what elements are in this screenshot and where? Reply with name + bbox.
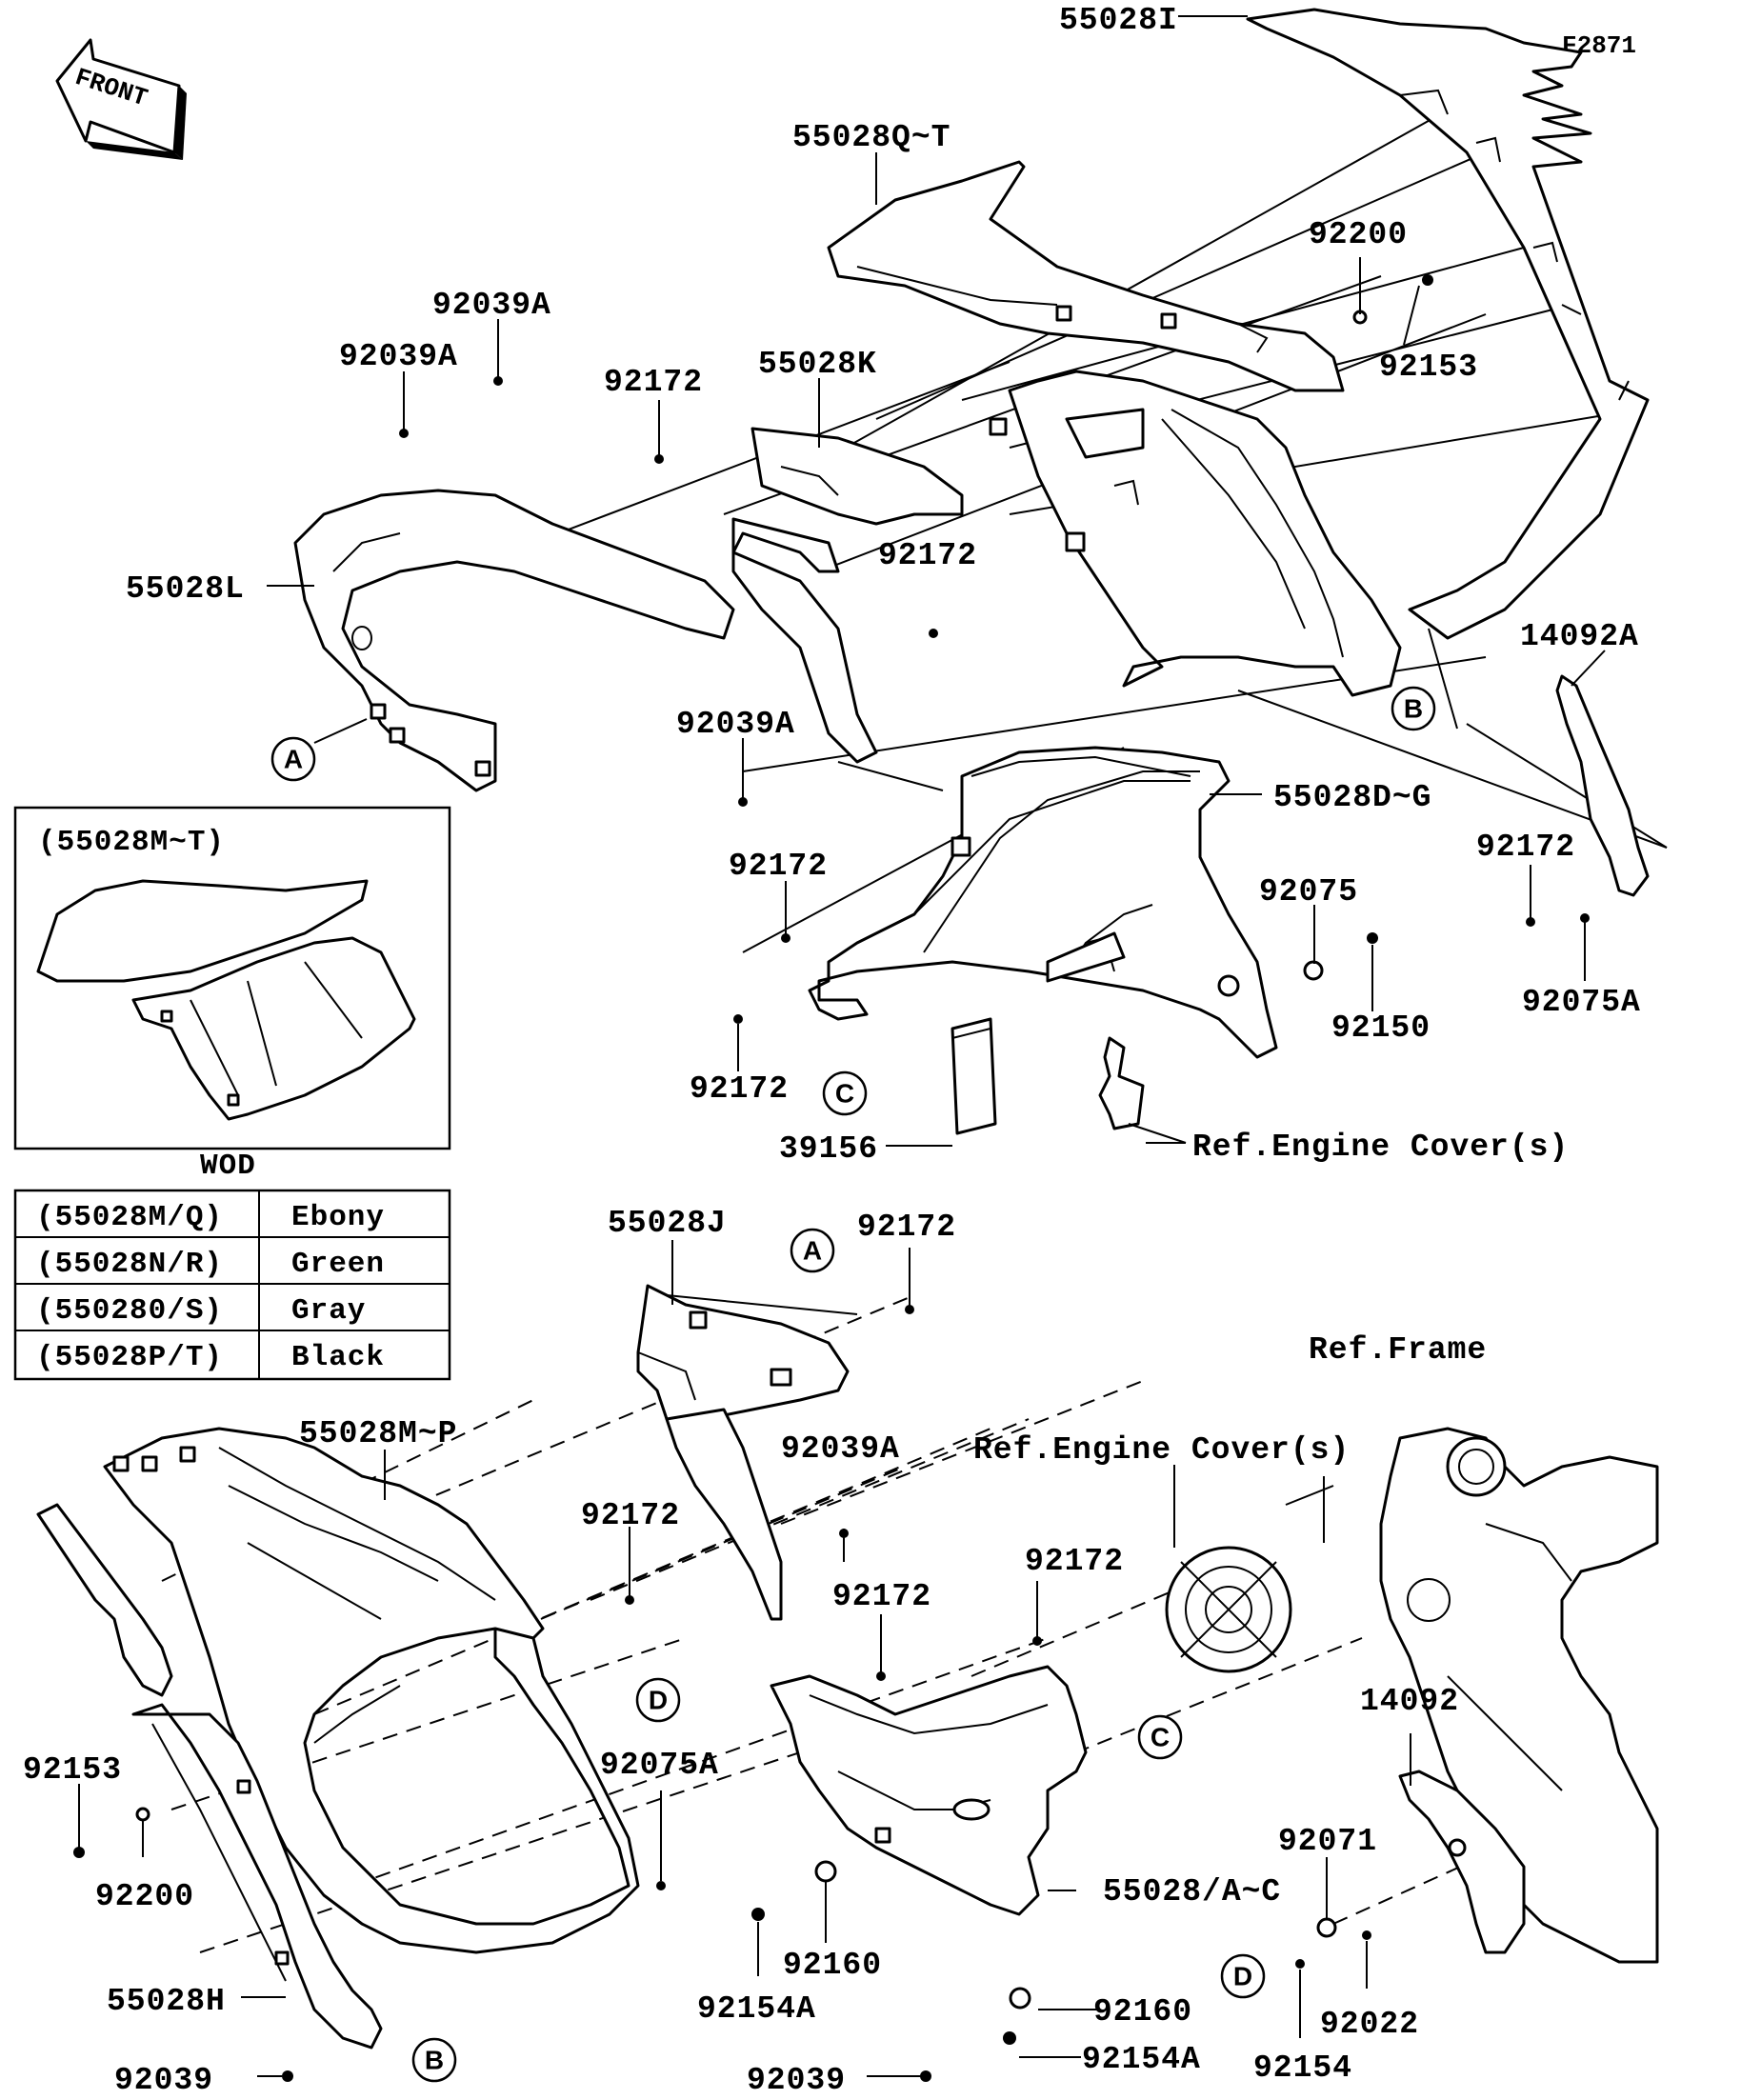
svg-text:D: D: [1233, 1962, 1252, 1991]
callout-C2: C: [1137, 1714, 1183, 1760]
label-92160-1: 92160: [783, 1948, 882, 1983]
label-92200-top: 92200: [1309, 217, 1408, 252]
color-table: (55028M/Q) Ebony (55028N/R) Green (55028…: [13, 1189, 451, 1381]
callout-A2: A: [790, 1228, 835, 1273]
callout-B1: B: [1391, 686, 1436, 731]
frame: [1379, 1427, 1659, 1964]
svg-text:A: A: [803, 1236, 822, 1266]
label-92075A-2: 92075A: [600, 1748, 719, 1783]
label-92160-2: 92160: [1093, 1994, 1192, 2030]
label-92172-5: 92172: [690, 1071, 789, 1107]
label-92039A-4: 92039A: [781, 1431, 900, 1467]
label-92071: 92071: [1278, 1824, 1377, 1859]
label-92039: 92039: [114, 2063, 213, 2098]
leader-lines: [78, 15, 1606, 2077]
side-strip-55028H: [36, 1503, 383, 2050]
label-14092: 14092: [1360, 1684, 1459, 1719]
label-92172-1: 92172: [604, 365, 703, 400]
label-92200-bot: 92200: [95, 1879, 194, 1914]
inner-fairing-center: [989, 370, 1402, 697]
label-92172-3: 92172: [729, 849, 828, 884]
callout-A1: A: [270, 718, 368, 782]
label-55028QT: 55028Q~T: [792, 120, 951, 155]
svg-text:B: B: [1404, 694, 1423, 724]
bracket-14092A: [1555, 674, 1650, 897]
label-92154A-2: 92154A: [1082, 2042, 1201, 2077]
svg-text:C: C: [1151, 1723, 1170, 1752]
inset-caption: WOD: [200, 1150, 256, 1183]
engine-cover: [1165, 1546, 1292, 1673]
label-92154A-1: 92154A: [697, 1991, 816, 2027]
callout-C1: C: [822, 1070, 868, 1116]
part-labels: 55028I 55028Q~T 92200 92153 92039A 92039…: [23, 3, 1641, 2098]
label-55028AC: 55028/A~C: [1103, 1874, 1281, 1910]
color-table-color-4: Black: [291, 1341, 385, 1374]
label-55028K: 55028K: [758, 347, 877, 382]
lower-fairing-55028MP: [103, 1427, 640, 1954]
label-14092A: 14092A: [1520, 619, 1639, 654]
label-92172-8: 92172: [1025, 1544, 1124, 1579]
panel-55028K: [731, 427, 964, 764]
label-92172-7: 92172: [581, 1498, 680, 1533]
label-92039A-3: 92039A: [676, 707, 795, 742]
label-92154: 92154: [1253, 2050, 1352, 2086]
reference-labels: Ref.Engine Cover(s) Ref.Engine Cover(s) …: [973, 1130, 1569, 1468]
svg-text:B: B: [425, 2046, 444, 2075]
fasteners: [73, 274, 1590, 2082]
bracket-14092: [1398, 1770, 1526, 1954]
label-39156: 39156: [779, 1131, 878, 1167]
color-table-part-1: (55028M/Q): [36, 1201, 223, 1234]
label-92172-6: 92172: [857, 1210, 956, 1245]
color-table-color-3: Gray: [291, 1294, 366, 1328]
upper-cowl-55028I: [1246, 8, 1650, 640]
label-92039A-1: 92039A: [432, 288, 551, 323]
label-55028I: 55028I: [1059, 3, 1178, 38]
label-92172-9: 92172: [832, 1579, 931, 1614]
svg-text:C: C: [835, 1079, 854, 1109]
label-92172-4: 92172: [1476, 830, 1575, 865]
label-92172-2: 92172: [878, 538, 977, 573]
label-92153-top: 92153: [1379, 350, 1478, 385]
svg-text:A: A: [284, 745, 303, 774]
label-92150: 92150: [1331, 1010, 1431, 1046]
label-92039A-2: 92039A: [339, 339, 458, 374]
engine-cover-bracket: [1098, 1036, 1145, 1130]
inner-cover-55028L: [293, 489, 735, 792]
label-55028L: 55028L: [126, 571, 245, 607]
front-arrow-icon: FRONT: [55, 38, 187, 160]
label-92153-bot: 92153: [23, 1752, 122, 1788]
color-table-part-3: (550280/S): [36, 1294, 223, 1328]
color-table-color-2: Green: [291, 1248, 385, 1281]
inset-title: (55028M~T): [38, 826, 225, 859]
pad-39156: [951, 1017, 997, 1135]
under-cowl-55028AC: [770, 1665, 1088, 1916]
middle-fairing-55028DG: [808, 746, 1278, 1059]
label-55028J: 55028J: [608, 1206, 727, 1241]
ref-engine-cover-1: Ref.Engine Cover(s): [1192, 1130, 1569, 1165]
ref-frame: Ref.Frame: [1309, 1332, 1487, 1368]
label-92075A-1: 92075A: [1522, 985, 1641, 1020]
label-92039-bottom: 92039: [747, 2063, 846, 2098]
color-table-part-4: (55028P/T): [36, 1341, 223, 1374]
label-92022: 92022: [1320, 2007, 1419, 2042]
label-55028MP: 55028M~P: [299, 1416, 457, 1451]
upper-side-fairing-55028QT: [827, 160, 1345, 392]
label-92075: 92075: [1259, 874, 1358, 910]
panel-55028J: [636, 1284, 850, 1621]
label-55028H: 55028H: [107, 1984, 226, 2019]
inset-box: (55028M~T) WOD: [13, 806, 451, 1183]
svg-text:D: D: [649, 1686, 668, 1715]
callout-D1: D: [635, 1677, 681, 1723]
callout-B2: B: [411, 2037, 457, 2083]
callout-D2: D: [1220, 1953, 1266, 1999]
ref-engine-cover-2: Ref.Engine Cover(s): [973, 1432, 1350, 1468]
color-table-part-2: (55028N/R): [36, 1248, 223, 1281]
color-table-color-1: Ebony: [291, 1201, 385, 1234]
label-55028DG: 55028D~G: [1273, 780, 1431, 815]
